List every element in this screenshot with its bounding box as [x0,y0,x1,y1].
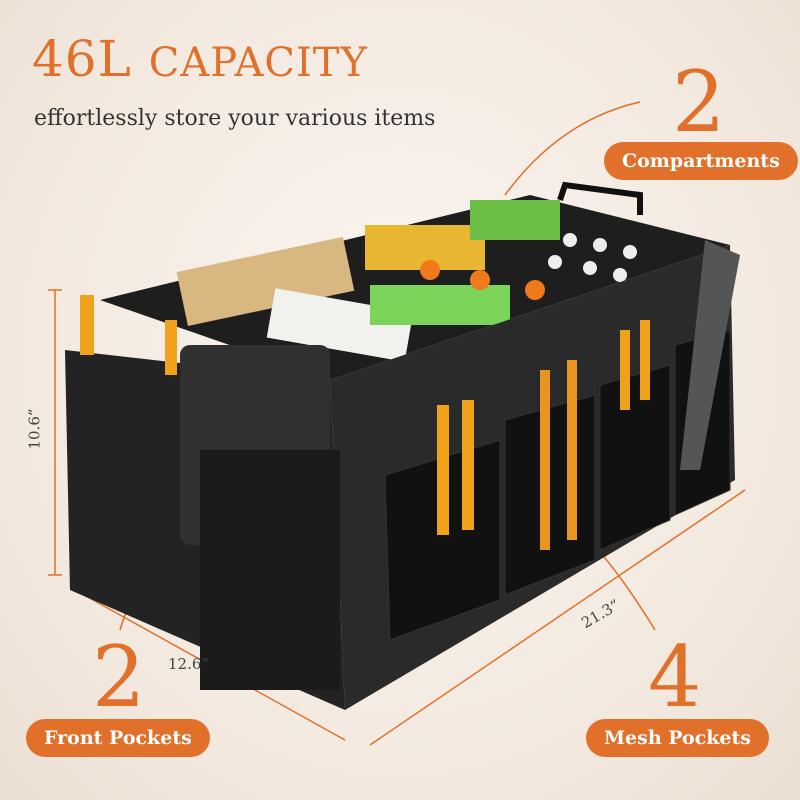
mesh-pockets-label: Mesh Pockets [586,719,769,757]
subtitle: effortlessly store your various items [34,106,436,131]
height-dimension: 10.6” [25,408,44,450]
handle [557,181,643,215]
compartments-number: 2 [672,53,726,151]
front-pockets-number: 2 [92,628,146,726]
front-pocket [200,450,340,690]
depth-dimension: 12.6” [168,655,210,673]
compartments-label: Compartments [604,142,798,180]
capacity-headline: 46L CAPACITY [32,30,368,88]
dimension-lines [48,101,746,746]
mesh-pockets-number: 4 [648,628,702,726]
capacity-label: CAPACITY [148,40,368,86]
front-pockets-label: Front Pockets [26,719,210,757]
contents [176,200,637,362]
capacity-value: 46L [32,30,132,88]
tools [80,240,740,550]
